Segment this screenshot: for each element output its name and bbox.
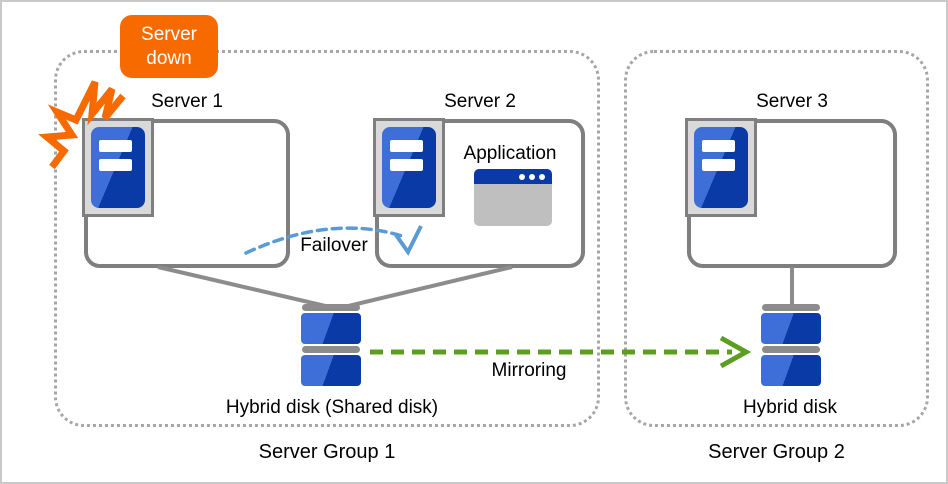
server-icon [82,118,154,217]
server-slot-bar [390,140,423,152]
server-slot-bar [702,159,735,171]
server-icon-face [694,127,748,208]
server-slot-bar [390,159,423,171]
disk-platter [301,355,361,386]
mirroring-label: Mirroring [491,360,567,381]
server-slot-bar [702,140,735,152]
server-icon [685,118,757,217]
disk-cap [302,346,360,353]
window-dot-icon [529,173,535,180]
disk-platter [301,313,361,344]
application-label: Application [463,143,557,164]
server-1-label: Server 1 [151,91,223,112]
server-down-badge-line2: down [146,47,192,69]
server-slot-bar [99,159,132,171]
window-dot-icon [539,173,545,180]
disk-platter [761,355,821,386]
server-slot-bar [99,140,132,152]
server-icon-face [91,127,145,208]
server-down-badge-line1: Server [141,23,197,45]
application-titlebar [474,169,552,184]
server-group-2-container [624,50,929,427]
server-down-badge: Server down [120,15,218,78]
server-icon [373,118,445,217]
disk-cap [302,304,360,311]
server-icon-face [382,127,436,208]
failover-label: Failover [300,235,368,256]
disk-cap [762,304,820,311]
server-group-1-container [54,50,600,427]
server-group-1-label: Server Group 1 [258,441,396,463]
application-window-icon [474,169,552,226]
shared-disk-label: Hybrid disk (Shared disk) [225,397,439,418]
server-3-label: Server 3 [756,91,828,112]
server-group-2-label: Server Group 2 [708,441,845,463]
mirror-disk-label: Hybrid disk [743,397,837,418]
disk-cap [762,346,820,353]
server-2-label: Server 2 [444,91,516,112]
disk-platter [761,313,821,344]
window-dot-icon [519,173,525,180]
shared-disk-icon [301,304,361,388]
mirror-disk-icon [761,304,821,388]
